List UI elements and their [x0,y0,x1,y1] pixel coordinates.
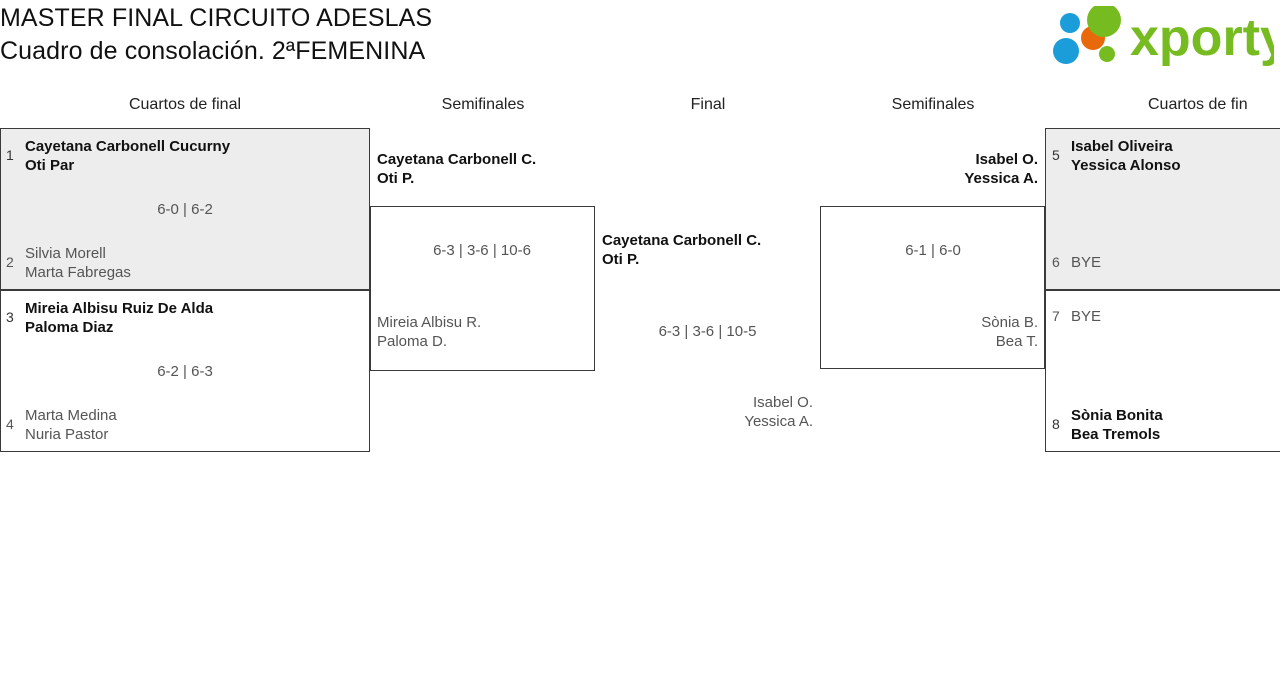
score-sf-right: 6-1 | 6-0 [905,242,961,259]
match-box-qf4[interactable] [1045,290,1280,452]
match-box-sf-left[interactable] [370,206,595,371]
player-name-final-loser-2: Yessica A. [744,413,813,430]
seed-number-7: 7 [1052,308,1060,324]
player-name-sfr-top-2: Yessica A. [964,170,1038,187]
player-name-final-winner-2: Oti P. [602,251,640,268]
player-name-qf2-top-2: Paloma Diaz [25,319,114,336]
match-box-qf1[interactable] [0,128,370,290]
column-header-final: Final [690,96,726,113]
player-name-qf1-top-1: Cayetana Carbonell Cucurny [25,138,231,155]
score-qf1: 6-0 | 6-2 [157,201,213,218]
player-name-qf3-top-2: Yessica Alonso [1071,157,1181,174]
player-name-qf1-top-2: Oti Par [25,157,75,174]
player-name-sfr-bottom-1: Sònia B. [981,314,1038,331]
player-name-sfr-bottom-2: Bea T. [995,333,1038,350]
player-name-sfr-top-1: Isabel O. [975,151,1038,168]
player-name-qf3-top-1: Isabel Oliveira [1071,138,1173,155]
column-header-sf-left: Semifinales [441,96,525,113]
tournament-title: MASTER FINAL CIRCUITO ADESLAS [0,4,433,32]
seed-number-8: 8 [1052,416,1060,432]
player-name-qf2-bottom-1: Marta Medina [25,407,117,424]
seed-number-4: 4 [6,416,14,432]
seed-number-1: 1 [6,147,14,163]
player-name-qf4-bottom-1: Sònia Bonita [1071,407,1163,424]
player-name-sfl-top-1: Cayetana Carbonell C. [377,151,537,168]
connector-final-right [1045,206,1047,369]
column-header-sf-right: Semifinales [891,96,975,113]
player-name-qf1-bottom-1: Silvia Morell [25,245,106,262]
column-header-qf-right: Cuartos de fin [1148,96,1248,113]
match-box-qf2[interactable] [0,290,370,452]
connector-final-left [594,206,596,371]
player-name-qf4-top-1: BYE [1071,308,1102,325]
xporty-logo[interactable]: xporty [1048,6,1274,68]
match-box-sf-right[interactable] [820,206,1045,369]
column-header-qf-left: Cuartos de final [128,96,242,113]
score-qf2: 6-2 | 6-3 [157,363,213,380]
player-name-qf2-top-1: Mireia Albisu Ruiz De Alda [25,300,214,317]
player-name-final-winner-1: Cayetana Carbonell C. [602,232,762,249]
score-sf-left: 6-3 | 3-6 | 10-6 [433,242,531,259]
player-name-qf2-bottom-2: Nuria Pastor [25,426,109,443]
seed-number-5: 5 [1052,147,1060,163]
player-name-sfl-bottom-2: Paloma D. [377,333,448,350]
seed-number-6: 6 [1052,254,1060,270]
seed-number-3: 3 [6,309,14,325]
player-name-final-loser-1: Isabel O. [752,394,813,411]
page-title: MASTER FINAL CIRCUITO ADESLAS Cuadro de … [0,2,900,68]
player-name-qf4-bottom-2: Bea Tremols [1071,426,1161,443]
player-name-sfl-bottom-1: Mireia Albisu R. [377,314,482,331]
tournament-subtitle: Cuadro de consolación. 2ªFEMENINA [0,37,426,65]
score-final: 6-3 | 3-6 | 10-5 [658,323,757,340]
player-name-qf3-bottom-1: BYE [1071,254,1102,271]
player-name-sfl-top-2: Oti P. [377,170,415,187]
seed-number-2: 2 [6,254,14,270]
player-name-qf1-bottom-2: Marta Fabregas [25,264,131,281]
svg-text:xporty: xporty [1130,9,1274,67]
